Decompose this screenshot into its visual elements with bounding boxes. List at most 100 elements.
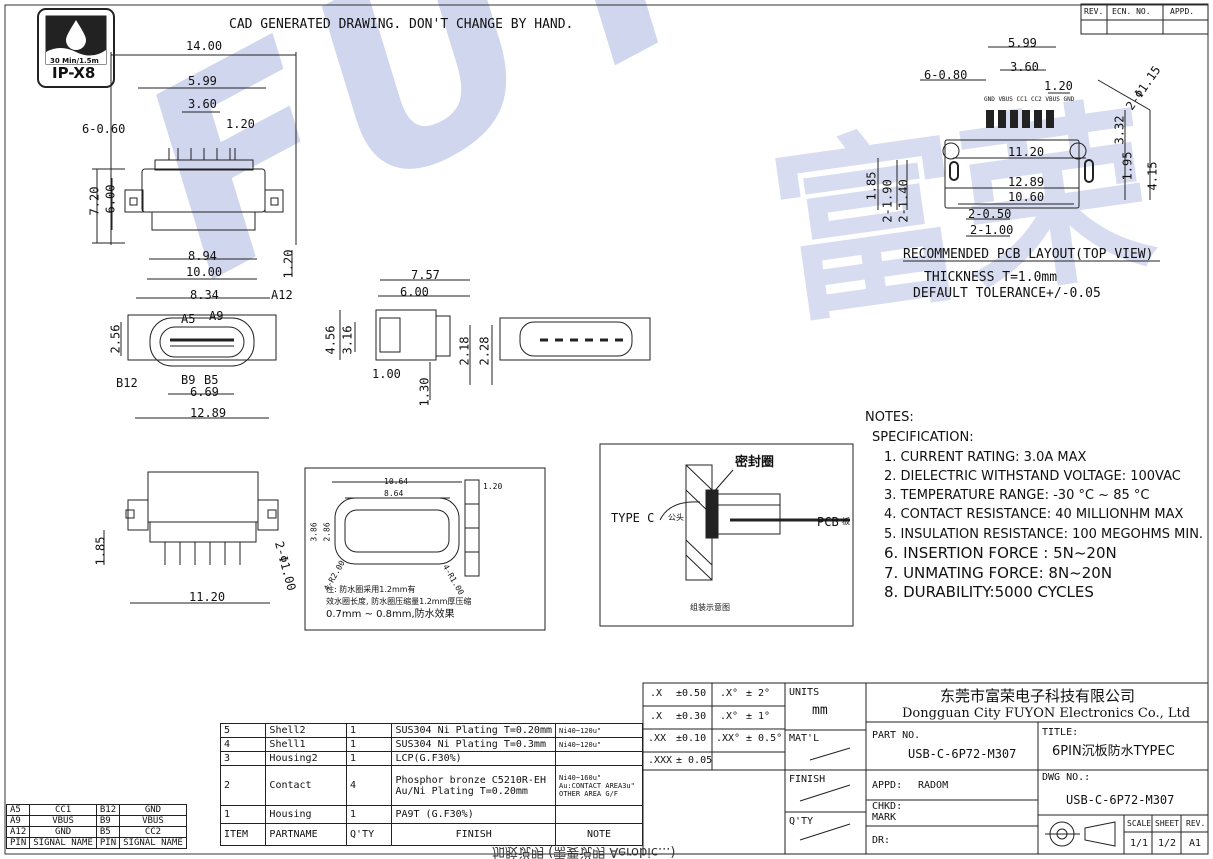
part-no-value: USB-C-6P72-M307 xyxy=(908,747,1017,761)
pin-cell: B12 xyxy=(95,804,121,816)
tol-label: .X xyxy=(650,711,663,722)
bom-part: Housing xyxy=(265,805,348,824)
dim-detail-1064: 10.64 xyxy=(384,477,409,486)
bom-finish: Phosphor bronze C5210R-EH Au/Ni Plating … xyxy=(391,765,556,806)
tol-label: .X° xyxy=(720,711,739,722)
pcb-label: PCB xyxy=(817,515,839,529)
signal-cell: GND xyxy=(119,804,187,816)
bom-note: Ni40~120u" xyxy=(555,737,643,752)
tol-value: ± 0.05 xyxy=(676,755,713,766)
tol-label: .X xyxy=(650,688,663,699)
pcb-dim-1060: 10.60 xyxy=(1008,190,1045,204)
bom-finish: SUS304 Ni Plating T=0.3mm xyxy=(391,737,556,752)
tol-value: ± 1° xyxy=(746,711,771,722)
part-no-label: PART NO. xyxy=(872,730,921,741)
pin-header: PIN xyxy=(95,837,121,849)
scale-value: 1/1 xyxy=(1130,838,1149,849)
dim-side-body: 6.00 xyxy=(400,285,429,299)
mark-label: MARK xyxy=(872,812,897,823)
ip-rating-badge: IP-X8 xyxy=(52,64,96,82)
bom-row: 3 Housing2 1 LCP(G.F30%) xyxy=(219,751,643,766)
bom-table: 5 Shell2 1 SUS304 Ni Plating T=0.20mm Ni… xyxy=(219,723,643,846)
note-item: 7. UNMATING FORCE: 8N~20N xyxy=(884,564,1113,582)
pin-cell: B5 xyxy=(95,826,121,838)
bom-note: Ni40~120u" xyxy=(555,723,643,738)
dim-bottom-width: 11.20 xyxy=(189,590,226,604)
pin-cell: A12 xyxy=(5,826,31,838)
dim-side-130: 1.30 xyxy=(417,377,432,407)
bom-note: Ni40~160u" Au:CONTACT AREA3u" OTHER AREA… xyxy=(555,765,643,806)
note-item: 4. CONTACT RESISTANCE: 40 MILLIONHM MAX xyxy=(884,507,1184,522)
pcb-dim-195: 1.95 xyxy=(1120,151,1135,181)
note-item: 3. TEMPERATURE RANGE: -30 °C ~ 85 °C xyxy=(884,488,1150,503)
dim-detail-286: 2.86 xyxy=(322,522,332,542)
signal-cell: CC2 xyxy=(119,826,187,838)
tol-value: ± 2° xyxy=(746,688,771,699)
bom-header: NOTE xyxy=(555,823,643,846)
pcb-dim-360: 3.60 xyxy=(1010,60,1039,74)
company-name-cn: 东莞市富荣电子科技有限公司 xyxy=(940,687,1136,705)
seal-ring-label: 密封圈 xyxy=(735,455,775,470)
pcb-dim-2-190: 2-1.90 xyxy=(880,179,895,223)
note-item: 6. INSERTION FORCE : 5N~20N xyxy=(884,544,1117,562)
pcb-dim-599: 5.99 xyxy=(1008,36,1037,50)
pin-row: A9 VBUS B9 VBUS xyxy=(5,815,187,827)
company-name-en: Dongguan City FUYON Electronics Co., Ltd xyxy=(902,706,1191,721)
pcb-dim-2-050: 2-0.50 xyxy=(968,207,1012,221)
detail-note-1: 注: 防水圈采用1.2mm有 xyxy=(326,585,416,594)
pin-label-a5: A5 xyxy=(181,312,196,326)
pin-label-b5: B5 xyxy=(204,373,219,387)
tol-value: ±0.10 xyxy=(676,733,707,744)
units-label: UNITS xyxy=(789,687,820,698)
pin-label-a9: A9 xyxy=(209,309,224,323)
dim-top-width: 14.00 xyxy=(186,39,223,53)
tol-value: ±0.30 xyxy=(676,711,707,722)
bom-part: Contact xyxy=(265,765,348,806)
sheet-label: SHEET xyxy=(1155,819,1180,828)
note-item: 2. DIELECTRIC WITHSTAND VOLTAGE: 100VAC xyxy=(884,469,1181,484)
bom-item: 5 xyxy=(219,723,267,738)
dim-side-228: 2.28 xyxy=(477,336,492,366)
pcb-dim-415: 4.15 xyxy=(1145,161,1160,191)
bom-qty: 1 xyxy=(346,805,393,824)
pcb-dim-1289: 12.89 xyxy=(1008,175,1045,189)
rev-col-ecn: ECN. NO. xyxy=(1112,7,1151,16)
tol-label: .X° xyxy=(720,688,739,699)
tol-label: .XX° xyxy=(716,733,741,744)
bom-item: 4 xyxy=(219,737,267,752)
dim-detail-864: 8.64 xyxy=(384,489,404,498)
pin-label-b9: B9 xyxy=(181,373,196,387)
detail-note-2: 效水圈长度, 防水圈压缩量1.2mm厚压缩 xyxy=(326,597,472,606)
note-item: 8. DURABILITY:5000 CYCLES xyxy=(884,583,1094,601)
pcb-pin-labels: GND VBUS CC1 CC2 VBUS GND xyxy=(984,96,1075,103)
dim-top-body-height: 6.00 xyxy=(103,184,118,214)
units-value: mm xyxy=(812,703,828,718)
tol-value: ± 0.5° xyxy=(746,733,783,744)
pcb-dim-185: 1.85 xyxy=(864,171,879,201)
pcb-suffix: 板 xyxy=(842,517,850,526)
bom-qty: 4 xyxy=(346,765,393,806)
pin-cell: A5 xyxy=(5,804,31,816)
pin-row: A12 GND B5 CC2 xyxy=(5,826,187,838)
pcb-dim-2-100: 2-1.00 xyxy=(970,223,1014,237)
dim-side-218: 2.18 xyxy=(457,336,472,366)
bom-header: Q'TY xyxy=(346,823,393,846)
bom-row: 4 Shell1 1 SUS304 Ni Plating T=0.3mm Ni4… xyxy=(219,737,643,752)
dim-front-total: 12.89 xyxy=(190,406,227,420)
dim-side-inner-height: 3.16 xyxy=(340,325,355,355)
bom-part: Shell2 xyxy=(265,723,348,738)
bom-qty: 1 xyxy=(346,751,393,766)
notes-heading: NOTES: xyxy=(865,410,914,425)
bom-header: PARTNAME xyxy=(265,823,348,846)
pin-header: SIGNAL NAME xyxy=(29,837,97,849)
bom-qty: 1 xyxy=(346,723,393,738)
dim-top-pitch-outer: 5.99 xyxy=(188,74,217,88)
pin-signal-table: A5 CC1 B12 GND A9 VBUS B9 VBUS A12 GND B… xyxy=(5,804,187,849)
assembly-caption: 组装示意图 xyxy=(690,603,730,612)
title-label: TITLE: xyxy=(1042,727,1079,738)
rev-col-appd: APPD. xyxy=(1170,7,1195,16)
pcb-thickness: THICKNESS T=1.0mm xyxy=(924,270,1058,285)
pcb-tolerance: DEFAULT TOLERANCE+/-0.05 xyxy=(913,286,1101,301)
pin-header: SIGNAL NAME xyxy=(119,837,187,849)
